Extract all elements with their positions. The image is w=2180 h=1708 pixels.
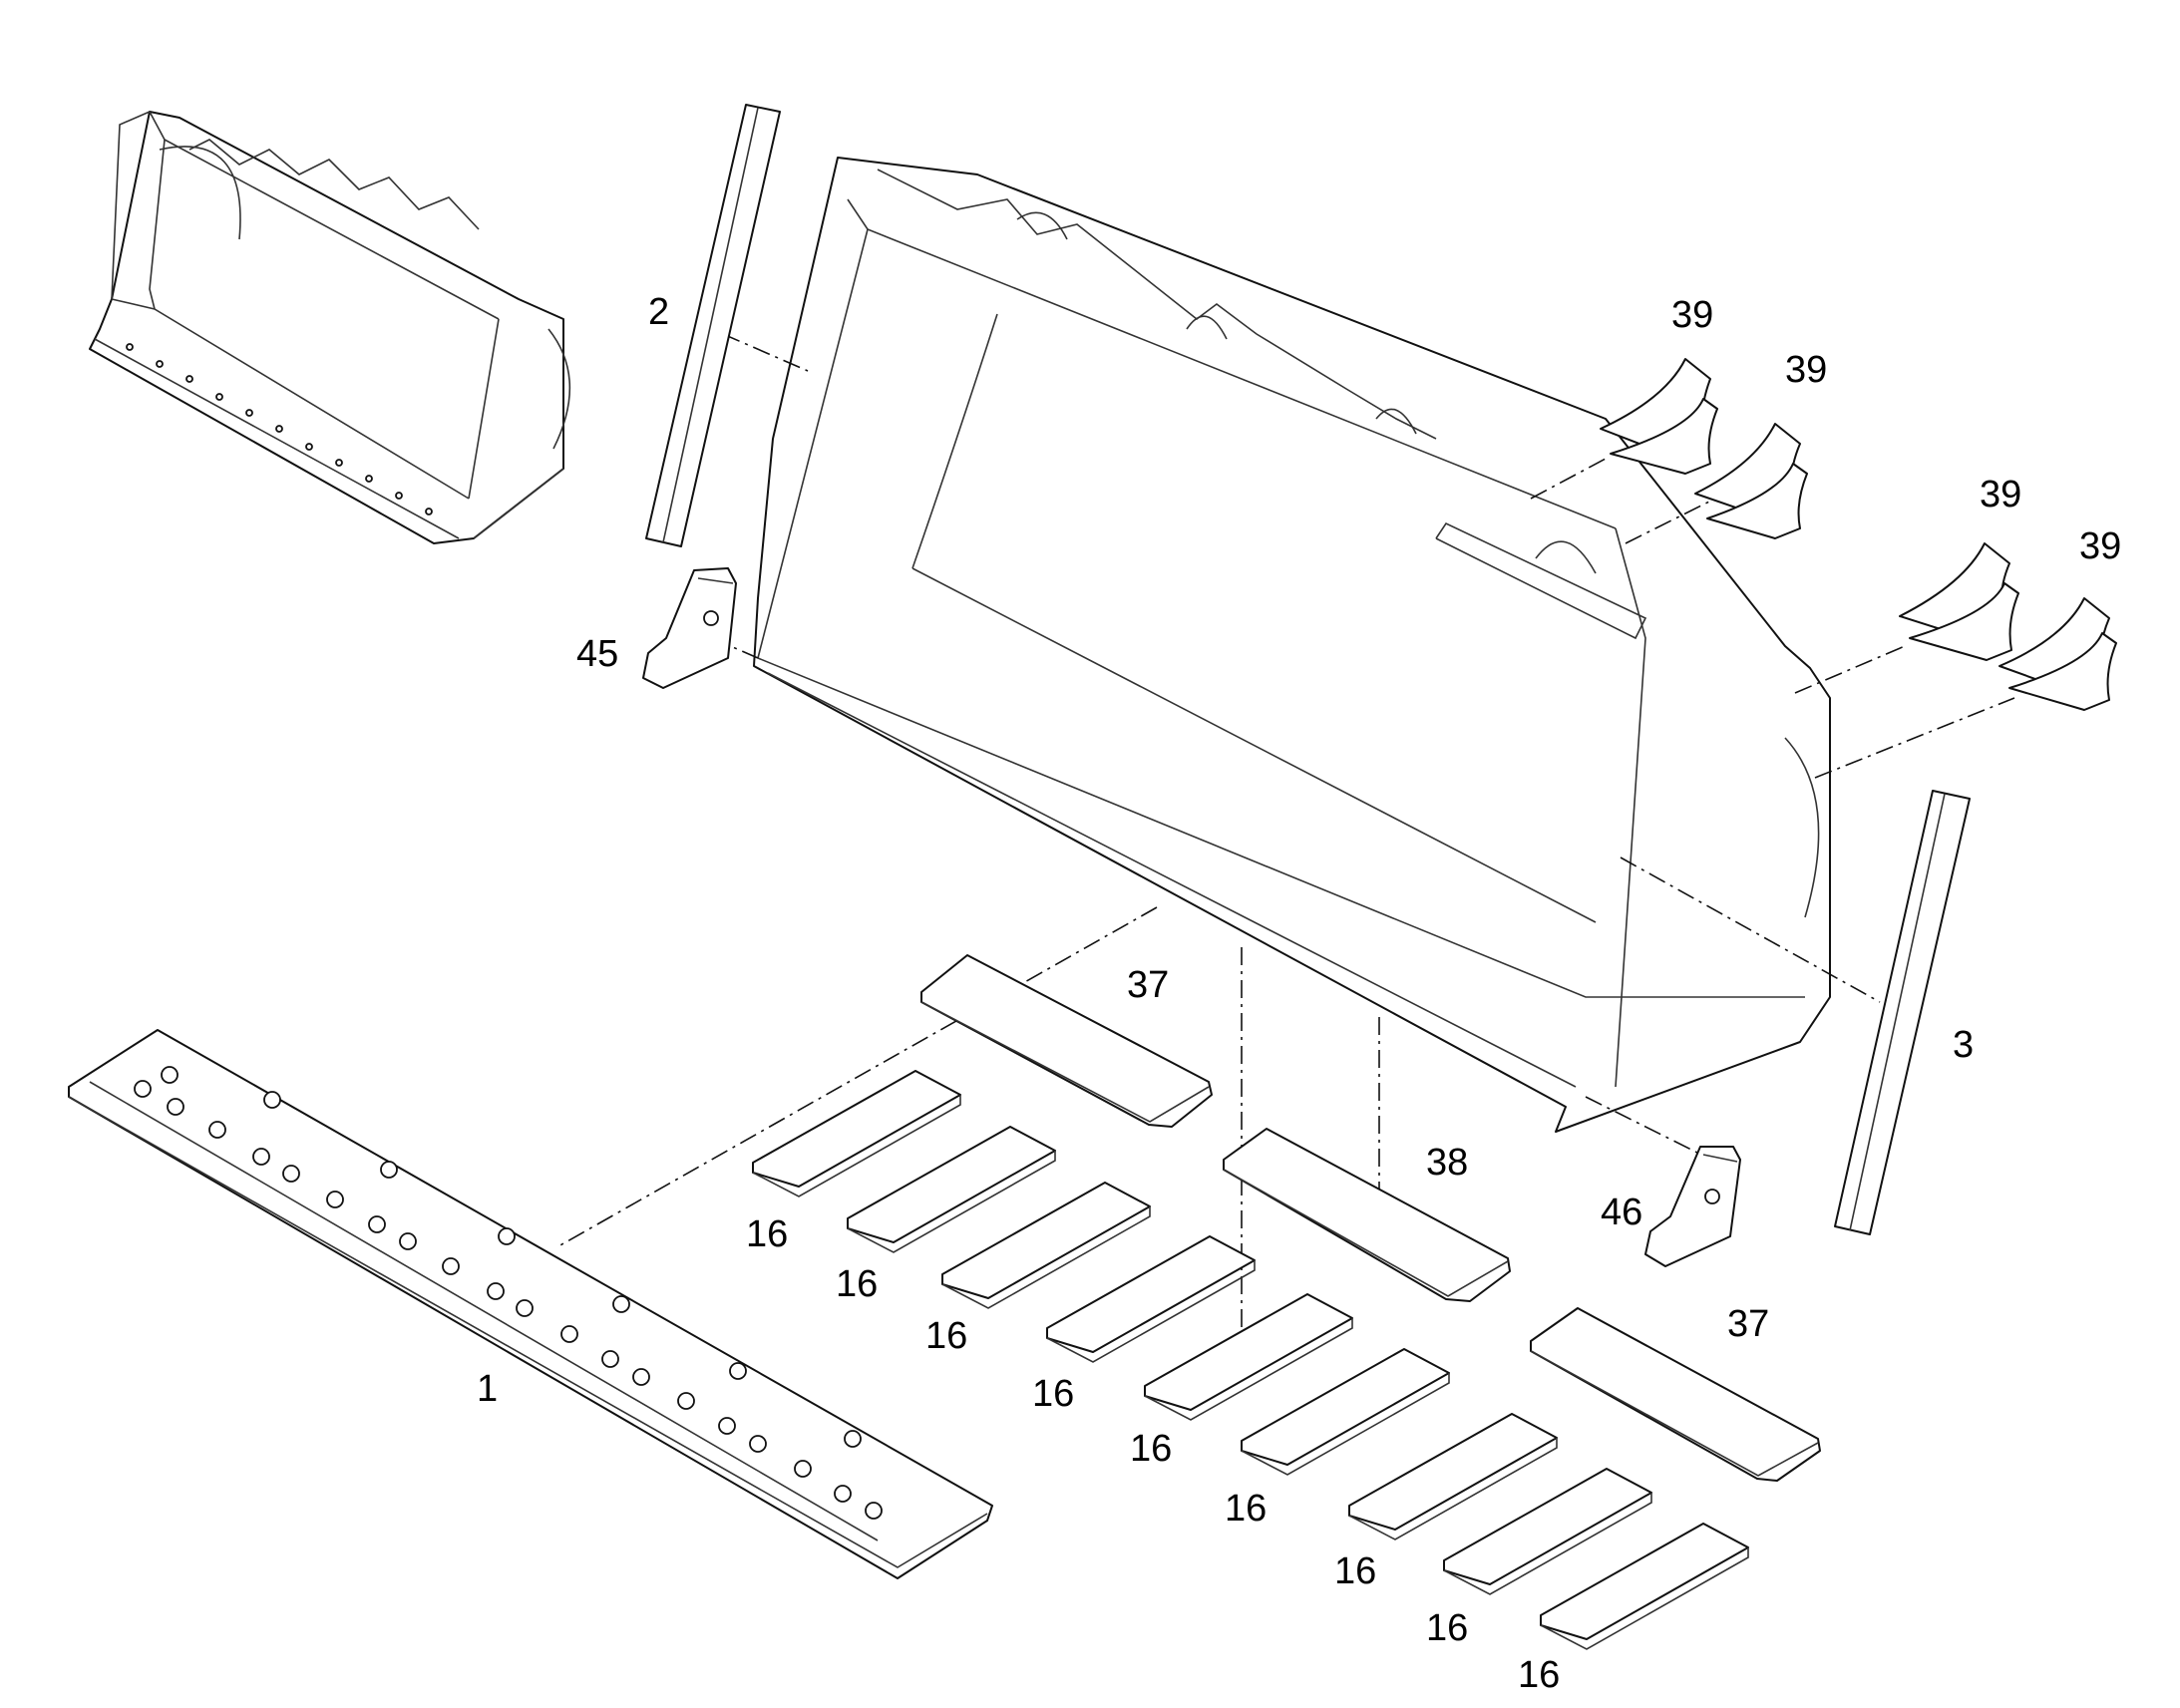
part-39-wear-plates: 39 39 39 39 xyxy=(1600,294,2121,711)
wear-plate-39-b: 39 xyxy=(1694,349,1827,539)
callout-16-8: 16 xyxy=(1426,1607,1468,1649)
wear-plate-16-2: 16 xyxy=(836,1126,1056,1305)
main-bucket xyxy=(753,157,1831,1133)
callout-16-5: 16 xyxy=(1130,1428,1172,1470)
callout-16-1: 16 xyxy=(746,1213,788,1255)
callout-16-6: 16 xyxy=(1225,1488,1267,1530)
part-2-side-bar: 2 xyxy=(645,104,781,547)
wear-plate-39-d: 39 xyxy=(1998,525,2121,711)
wear-strip-37-top: 37 xyxy=(920,954,1213,1128)
callout-37-bottom: 37 xyxy=(1727,1303,1769,1345)
wear-plate-16-4: 16 xyxy=(1032,1235,1256,1415)
part-37-wear-strips: 37 37 xyxy=(920,954,1821,1482)
wear-plate-16-1: 16 xyxy=(746,1070,961,1255)
wear-plate-16-5: 16 xyxy=(1130,1293,1353,1470)
part-1-cutting-edge: 1 xyxy=(68,1029,993,1579)
wear-strip-37-bottom: 37 xyxy=(1530,1303,1821,1482)
thumbnail-bolt-holes xyxy=(126,343,433,515)
callout-16-2: 16 xyxy=(836,1263,878,1305)
part-3-side-bar: 3 xyxy=(1834,790,1974,1235)
callout-16-9: 16 xyxy=(1518,1654,1560,1696)
callout-39-a: 39 xyxy=(1671,294,1713,336)
cutting-edge-bolt-holes xyxy=(134,1066,883,1520)
wear-plate-16-9: 16 xyxy=(1518,1523,1749,1696)
callout-3: 3 xyxy=(1953,1024,1974,1066)
part-46-corner-piece: 46 xyxy=(1601,1146,1741,1267)
callout-39-c: 39 xyxy=(1980,474,2021,515)
wear-plate-16-8: 16 xyxy=(1426,1468,1652,1649)
wear-plate-16-7: 16 xyxy=(1334,1413,1558,1592)
part-16-wear-plates: 16 16 16 16 16 16 16 xyxy=(746,1070,1749,1696)
callout-2: 2 xyxy=(648,291,669,333)
callout-16-3: 16 xyxy=(925,1315,967,1357)
part-38-wear-strip: 38 xyxy=(1223,1128,1511,1302)
wear-plate-39-a: 39 xyxy=(1600,294,1718,475)
callout-39-b: 39 xyxy=(1785,349,1827,391)
callout-16-7: 16 xyxy=(1334,1550,1376,1592)
callout-45: 45 xyxy=(576,633,618,675)
wear-plate-39-c: 39 xyxy=(1899,474,2021,661)
wear-plate-16-6: 16 xyxy=(1225,1348,1450,1530)
bucket-thumbnail xyxy=(89,111,571,544)
callout-46: 46 xyxy=(1601,1192,1642,1233)
callout-39-d: 39 xyxy=(2079,525,2121,567)
callout-38: 38 xyxy=(1426,1142,1468,1184)
callout-16-4: 16 xyxy=(1032,1373,1074,1415)
wear-plate-16-3: 16 xyxy=(925,1182,1151,1357)
part-45-corner-piece: 45 xyxy=(576,567,737,689)
callout-37-top: 37 xyxy=(1127,964,1169,1006)
callout-1: 1 xyxy=(477,1368,498,1410)
